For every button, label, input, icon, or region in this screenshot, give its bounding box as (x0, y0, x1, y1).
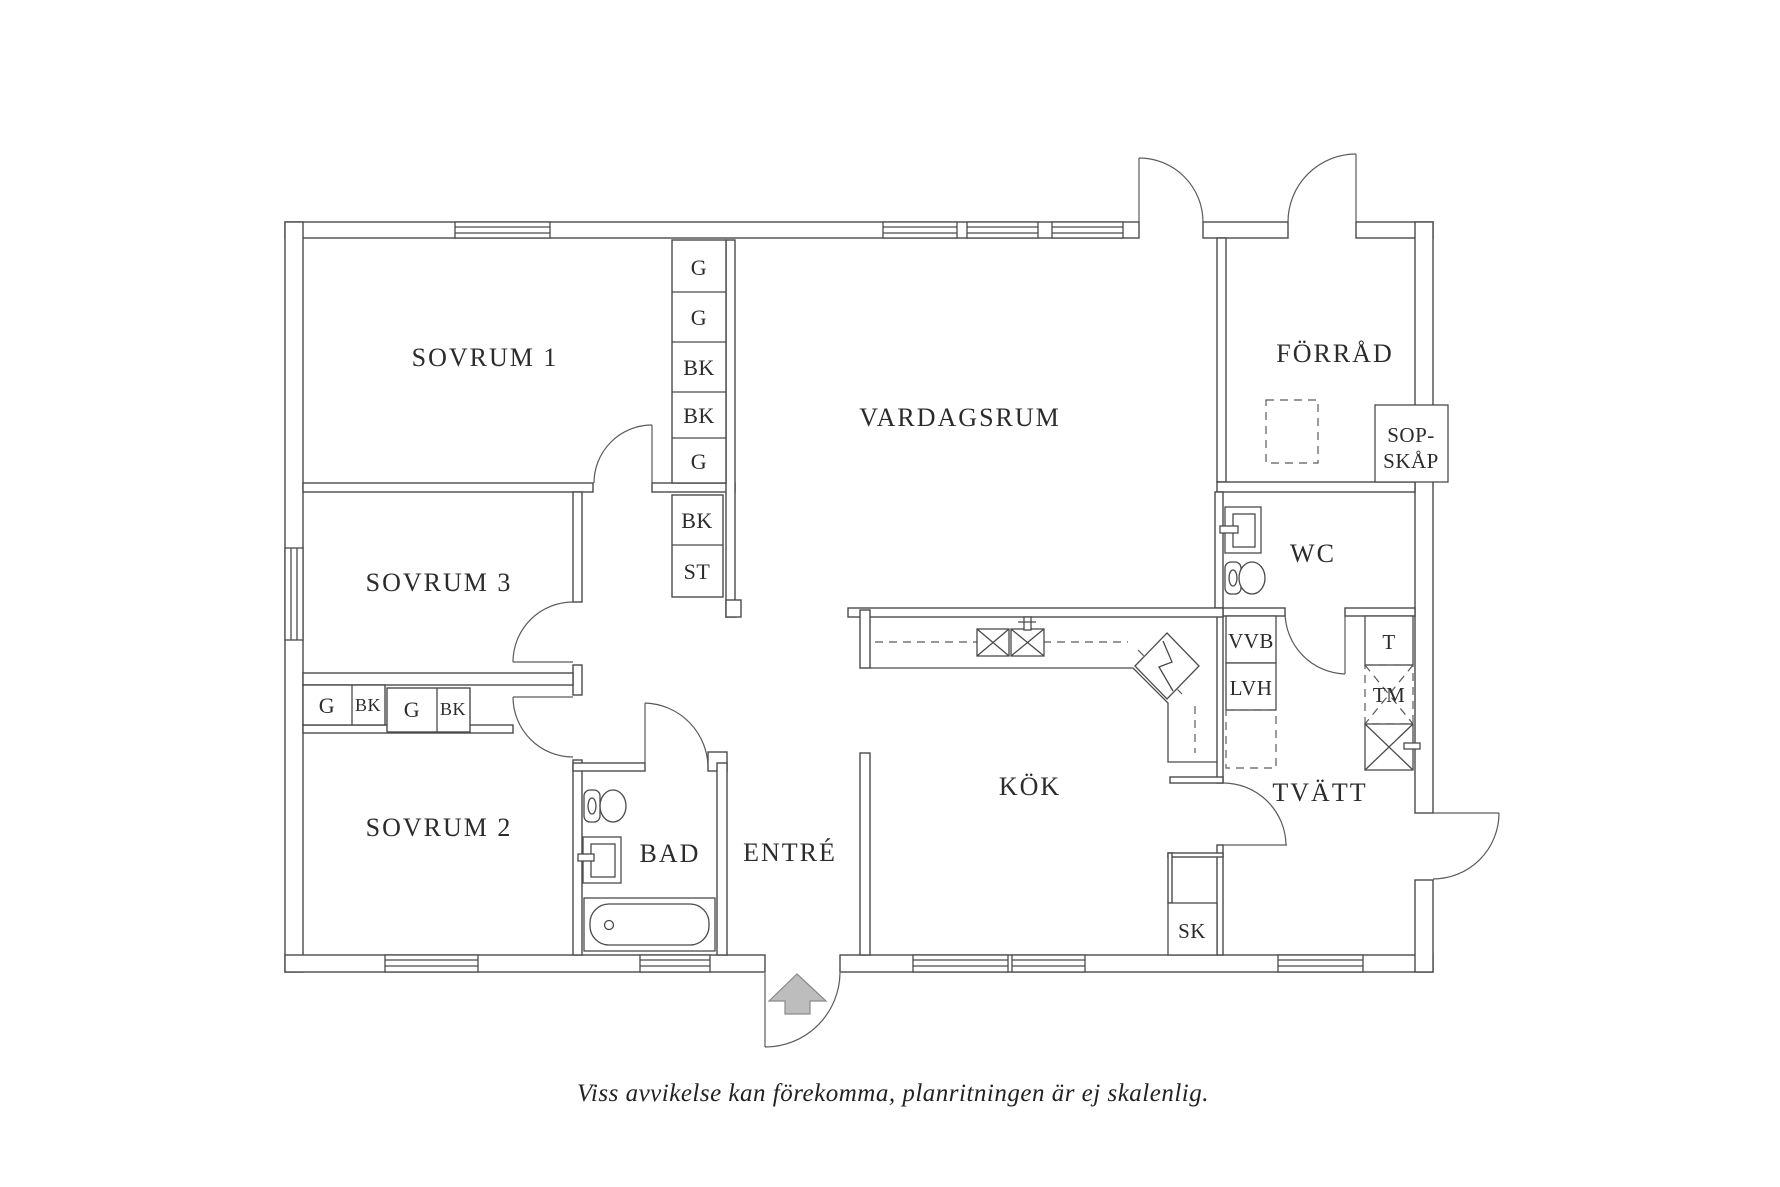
wc-fixtures (1219, 506, 1266, 595)
room-label-forrad: FÖRRÅD (1276, 339, 1393, 368)
dashed-appliance-box (1225, 709, 1277, 769)
window (1277, 954, 1364, 973)
door-forrad-exterior (1287, 153, 1357, 223)
window (384, 954, 479, 973)
sink-icon (577, 836, 622, 884)
double-sink-icon (976, 616, 1045, 657)
sink-icon (1219, 506, 1262, 554)
door-sovrum1 (593, 424, 653, 484)
utility-boxes (1225, 399, 1421, 771)
window (639, 954, 711, 973)
window (454, 221, 551, 239)
washbasin-icon (1364, 723, 1421, 771)
lvh-box (1225, 662, 1277, 711)
room-label-sovrum1: SOVRUM 1 (412, 343, 559, 372)
closet-label-g: G (691, 255, 707, 280)
bedroom-closets (302, 684, 471, 733)
entrance-arrow-icon (767, 973, 828, 1015)
window (912, 954, 1009, 973)
sk-cabinet (1167, 902, 1218, 956)
closet-label-bk: BK (355, 695, 381, 715)
closet-label-bk: BK (440, 699, 466, 719)
room-label-vardagsrum: VARDAGSRUM (859, 403, 1061, 432)
toilet-icon (583, 789, 627, 823)
utility-label-sk: SK (1178, 919, 1206, 943)
kitchen-counter (870, 616, 1218, 956)
toilet-icon (1224, 561, 1266, 595)
room-label-tvatt: TVÄTT (1272, 778, 1367, 807)
room-label-bad: BAD (640, 839, 701, 868)
exterior-walls (284, 221, 1434, 973)
closet-label-bk: BK (683, 355, 715, 380)
windows (284, 221, 1364, 973)
closet-label-bk: BK (683, 403, 715, 428)
doors (512, 153, 1500, 1048)
bad-fixtures (577, 789, 716, 952)
bathtub-icon (583, 897, 716, 952)
door-bad (644, 702, 709, 769)
room-label-kok: KÖK (999, 772, 1061, 801)
door-tvatt-exterior (1432, 812, 1500, 880)
door-sovrum2 (512, 696, 574, 758)
t-box (1364, 615, 1414, 666)
utility-label-tm: TM (1373, 683, 1406, 707)
hall-closet-column (671, 239, 727, 598)
forrad-dashed-hatch (1265, 399, 1319, 464)
vvb-box (1225, 615, 1277, 664)
closet-label-g: G (691, 449, 707, 474)
closet-label-g: G (404, 697, 420, 722)
utility-label-vvb: VVB (1228, 629, 1274, 653)
window (1051, 221, 1124, 239)
window (966, 221, 1039, 239)
closet-label-st: ST (684, 559, 711, 584)
window (284, 547, 304, 641)
door-wc (1284, 611, 1346, 675)
window (882, 221, 958, 239)
corner-cabinet-icon (1134, 632, 1200, 700)
sop-skap-label-line1: SOP- (1387, 423, 1435, 447)
room-label-sovrum2: SOVRUM 2 (366, 813, 513, 842)
sop-skap-label-line2: SKÅP (1383, 449, 1439, 473)
door-tvatt (1222, 782, 1287, 846)
closet-label-bk: BK (681, 508, 713, 533)
door-vardagsrum-exterior (1138, 157, 1204, 223)
room-label-sovrum3: SOVRUM 3 (366, 568, 513, 597)
room-label-wc: WC (1290, 539, 1336, 568)
utility-label-lvh: LVH (1230, 676, 1273, 700)
closet-label-g: G (691, 305, 707, 330)
window (1011, 954, 1086, 973)
room-label-entre: ENTRÉ (743, 838, 837, 867)
utility-label-t: T (1382, 630, 1395, 654)
door-sovrum3 (512, 601, 574, 663)
sop-skap-box: SOP- SKÅP (1374, 404, 1449, 483)
disclaimer-caption: Viss avvikelse kan förekomma, planritnin… (577, 1080, 1209, 1107)
door-entrance (764, 972, 841, 1048)
closet-label-g: G (319, 693, 335, 718)
